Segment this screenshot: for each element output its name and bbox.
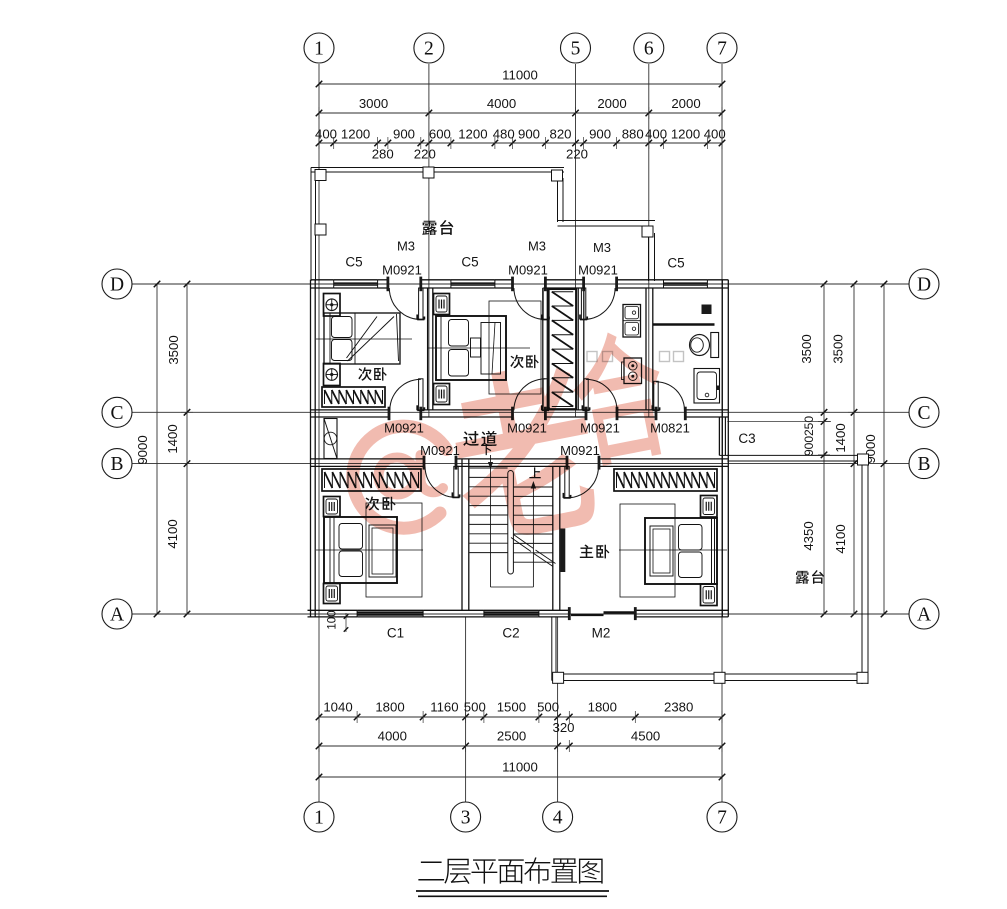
svg-text:M2: M2 — [592, 626, 611, 641]
svg-text:B: B — [917, 454, 930, 475]
svg-text:C: C — [917, 403, 930, 424]
svg-text:M0921: M0921 — [578, 263, 618, 278]
svg-text:D: D — [917, 275, 931, 296]
svg-text:3500: 3500 — [799, 334, 814, 363]
svg-text:4: 4 — [553, 808, 563, 829]
svg-text:880: 880 — [622, 127, 644, 142]
svg-text:4500: 4500 — [631, 729, 660, 744]
svg-text:480: 480 — [493, 127, 515, 142]
svg-text:2380: 2380 — [664, 700, 693, 715]
svg-text:C5: C5 — [345, 255, 362, 270]
svg-text:A: A — [110, 605, 124, 626]
svg-text:M3: M3 — [397, 239, 415, 254]
svg-text:11000: 11000 — [502, 760, 538, 775]
svg-text:4000: 4000 — [487, 96, 516, 111]
svg-text:11000: 11000 — [502, 68, 538, 83]
svg-text:M3: M3 — [528, 239, 546, 254]
svg-text:2000: 2000 — [597, 96, 626, 111]
svg-text:M0921: M0921 — [560, 443, 600, 458]
svg-text:2000: 2000 — [671, 96, 700, 111]
svg-text:3000: 3000 — [359, 96, 388, 111]
svg-text:1800: 1800 — [375, 700, 404, 715]
svg-text:1400: 1400 — [833, 423, 848, 452]
svg-text:400: 400 — [645, 127, 667, 142]
svg-text:100: 100 — [327, 610, 339, 629]
svg-text:900: 900 — [518, 127, 540, 142]
svg-text:M0921: M0921 — [382, 263, 422, 278]
svg-text:4100: 4100 — [165, 519, 180, 548]
svg-text:900250: 900250 — [802, 416, 816, 456]
svg-text:C5: C5 — [461, 255, 478, 270]
svg-text:M0921: M0921 — [508, 263, 548, 278]
svg-text:3: 3 — [461, 808, 471, 829]
svg-text:1160: 1160 — [430, 700, 458, 715]
svg-text:A: A — [917, 605, 931, 626]
svg-text:B: B — [110, 454, 123, 475]
svg-text:220: 220 — [566, 147, 588, 162]
svg-text:1: 1 — [314, 39, 324, 60]
svg-text:820: 820 — [549, 127, 571, 142]
svg-text:4100: 4100 — [833, 524, 848, 553]
svg-text:320: 320 — [552, 720, 574, 735]
svg-text:M0821: M0821 — [650, 421, 690, 436]
svg-text:1400: 1400 — [165, 424, 180, 453]
svg-text:900: 900 — [589, 127, 611, 142]
svg-text:3500: 3500 — [166, 335, 181, 364]
svg-text:4000: 4000 — [378, 729, 407, 744]
svg-text:6: 6 — [644, 39, 654, 60]
svg-text:2: 2 — [424, 39, 434, 60]
svg-text:C5: C5 — [667, 256, 684, 271]
svg-text:600: 600 — [429, 127, 451, 142]
svg-text:5: 5 — [571, 39, 581, 60]
svg-text:C1: C1 — [387, 626, 404, 641]
svg-text:M3: M3 — [593, 240, 611, 255]
svg-text:1200: 1200 — [341, 127, 370, 142]
svg-text:9000: 9000 — [135, 435, 150, 464]
svg-text:1: 1 — [314, 808, 324, 829]
svg-text:C: C — [110, 403, 123, 424]
svg-text:3500: 3500 — [831, 334, 846, 363]
svg-text:1040: 1040 — [323, 700, 352, 715]
svg-text:7: 7 — [717, 39, 727, 60]
svg-text:7: 7 — [717, 808, 727, 829]
svg-text:900: 900 — [393, 127, 415, 142]
svg-text:2500: 2500 — [497, 729, 526, 744]
svg-text:1200: 1200 — [671, 127, 700, 142]
svg-text:1500: 1500 — [497, 700, 526, 715]
svg-text:400: 400 — [315, 127, 337, 142]
svg-text:4350: 4350 — [801, 521, 816, 550]
svg-text:220: 220 — [414, 147, 436, 162]
svg-text:1200: 1200 — [458, 127, 487, 142]
svg-text:C3: C3 — [738, 431, 755, 446]
svg-text:280: 280 — [372, 147, 394, 162]
svg-text:400: 400 — [704, 127, 726, 142]
svg-text:500: 500 — [464, 700, 486, 715]
svg-text:500: 500 — [537, 700, 559, 715]
svg-text:C2: C2 — [502, 626, 519, 641]
svg-text:1800: 1800 — [588, 700, 617, 715]
svg-text:D: D — [110, 275, 124, 296]
